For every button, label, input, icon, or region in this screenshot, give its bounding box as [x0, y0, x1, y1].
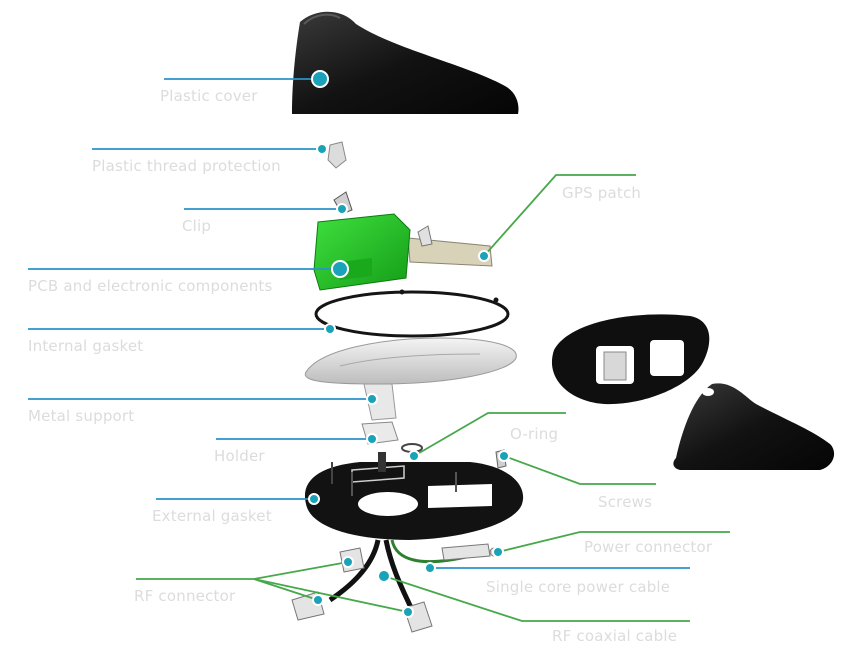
label-screws: Screws	[598, 493, 653, 511]
callout-dot-o-ring	[408, 450, 420, 462]
label-holder: Holder	[214, 447, 265, 465]
leader-line-rf-connector-b	[253, 578, 319, 601]
internal-gasket-part	[314, 289, 510, 338]
callout-dot-rf-coaxial-cable	[377, 569, 391, 583]
label-rf-coaxial-cable: RF coaxial cable	[552, 627, 678, 645]
callout-dot-plastic-thread-protection	[316, 143, 328, 155]
base-external-gasket-part	[304, 452, 524, 540]
leader-line-screws	[503, 455, 656, 485]
label-internal-gasket: Internal gasket	[28, 337, 144, 355]
label-o-ring: O-ring	[510, 425, 559, 443]
callout-dot-gps-patch	[478, 250, 490, 262]
label-pcb: PCB and electronic components	[28, 277, 273, 295]
callout-dot-internal-gasket	[324, 323, 336, 335]
callout-markers	[308, 70, 510, 618]
leader-line-gps-patch	[483, 174, 636, 257]
callout-dot-pcb	[331, 260, 349, 278]
callout-dot-single-core-power-cable	[424, 562, 436, 574]
callout-dot-rf-connector-b	[312, 594, 324, 606]
leader-lines	[28, 78, 730, 622]
assembled-base-view	[551, 314, 710, 405]
callout-dot-screws	[498, 450, 510, 462]
leader-line-o-ring	[413, 412, 566, 457]
label-gps-patch: GPS patch	[562, 184, 642, 202]
callout-dot-external-gasket	[308, 493, 320, 505]
power-connector-part	[441, 543, 499, 561]
callout-dot-holder	[366, 433, 378, 445]
label-metal-support: Metal support	[28, 407, 135, 425]
label-clip: Clip	[182, 217, 212, 235]
callout-dot-clip	[336, 203, 348, 215]
callout-dot-rf-connector-a	[342, 556, 354, 568]
callout-dot-power-connector	[492, 546, 504, 558]
plastic-cover-part	[292, 11, 519, 115]
gps-patch-part	[407, 225, 493, 267]
label-power-connector: Power connector	[584, 538, 713, 556]
label-plastic-cover: Plastic cover	[160, 87, 258, 105]
label-rf-connector: RF connector	[134, 587, 236, 605]
callout-dot-metal-support	[366, 393, 378, 405]
callout-dot-plastic-cover	[311, 70, 329, 88]
callout-dot-rf-connector-c	[402, 606, 414, 618]
label-external-gasket: External gasket	[152, 507, 272, 525]
leader-line-power-connector	[497, 531, 730, 553]
leader-line-rf-connector-a	[136, 561, 349, 580]
label-single-core-power-cable: Single core power cable	[486, 578, 671, 596]
pcb-part	[313, 213, 411, 291]
metal-support-part	[304, 337, 517, 421]
label-plastic-thread-protection: Plastic thread protection	[92, 157, 281, 175]
leader-line-rf-connector-c	[253, 578, 409, 613]
assembled-cover-view	[673, 383, 835, 470]
thread-protection-part	[327, 141, 347, 169]
leader-line-rf-coaxial-cable	[383, 575, 690, 622]
